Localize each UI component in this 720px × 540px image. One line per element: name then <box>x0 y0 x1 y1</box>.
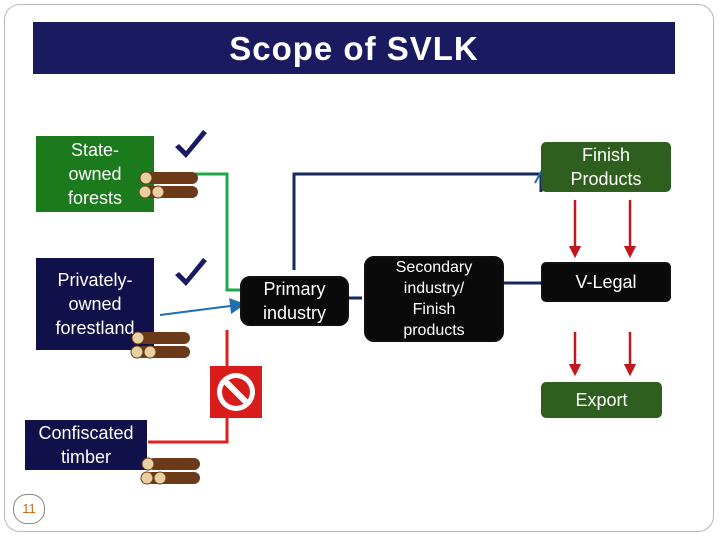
log-pile-icon <box>140 457 200 485</box>
secondary-industry-label: Secondary industry/ Finish products <box>395 259 473 339</box>
finish-products-label: Finish Products <box>570 145 642 189</box>
slide-number: 11 <box>13 494 45 524</box>
prohibited-icon <box>210 366 262 418</box>
state-owned-forests-label: State- owned forests <box>67 140 123 208</box>
confiscated-timber-label: Confiscated timber <box>38 423 134 467</box>
secondary-industry-box: Secondary industry/ Finish products <box>364 256 504 342</box>
privately-owned-forestland-label: Privately- owned forestland <box>55 270 135 338</box>
checkmark-icon <box>175 258 207 286</box>
log-pile-icon <box>138 171 198 199</box>
finish-products-box: Finish Products <box>541 142 671 192</box>
private-forest-connector <box>159 298 246 316</box>
slide-title: Scope of SVLK <box>33 22 675 74</box>
export-box: Export <box>541 382 662 418</box>
primary-industry-label: Primary industry <box>262 279 327 323</box>
log-pile-icon <box>130 331 190 359</box>
state-owned-forests-box: State- owned forests <box>36 136 154 212</box>
privately-owned-forestland-box: Privately- owned forestland <box>36 258 154 350</box>
primary-industry-box: Primary industry <box>240 276 349 326</box>
checkmark-icon <box>175 130 207 158</box>
confiscated-timber-box: Confiscated timber <box>25 420 147 470</box>
v-legal-label: V-Legal <box>575 272 637 292</box>
slide-frame <box>4 4 714 532</box>
export-label: Export <box>575 390 628 410</box>
v-legal-box: V-Legal <box>541 262 671 302</box>
